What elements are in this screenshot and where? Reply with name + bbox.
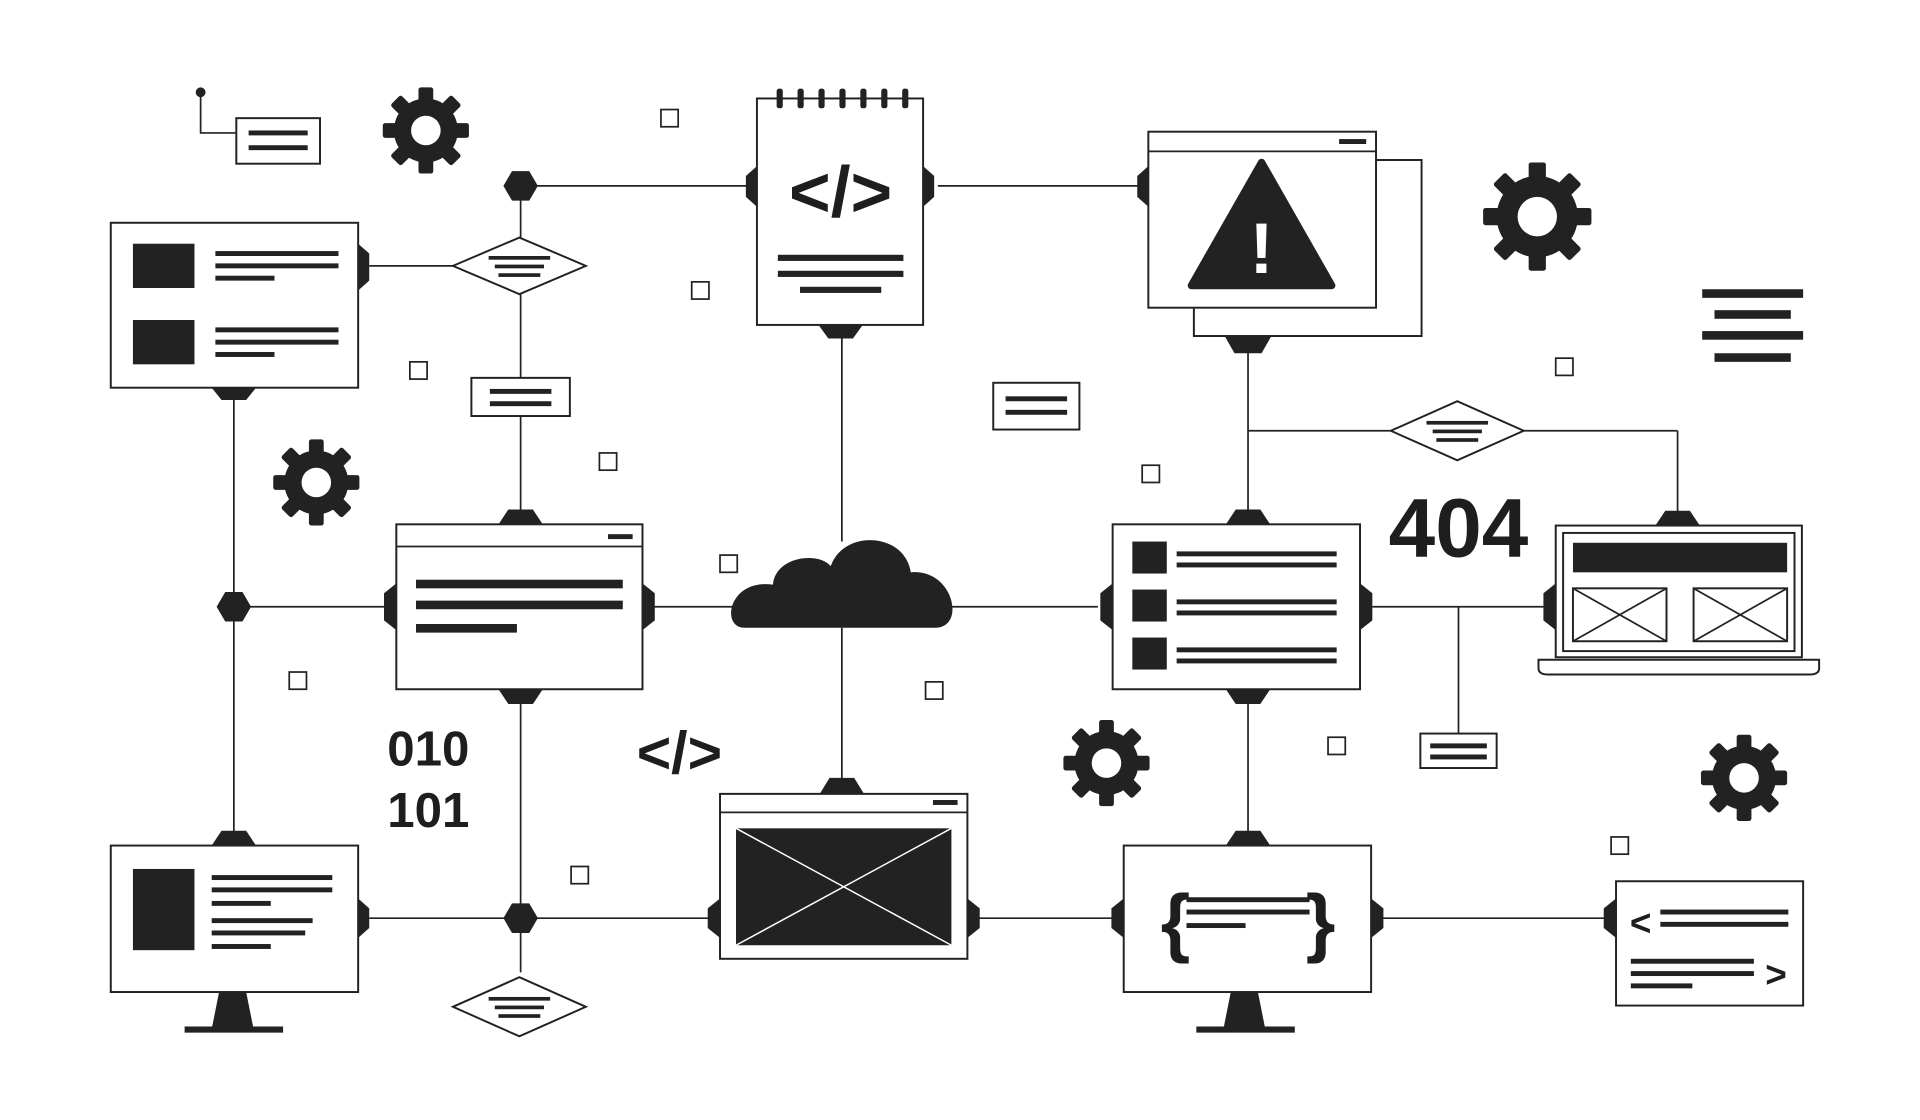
monitor-icon (109, 830, 370, 1033)
label-tag (992, 381, 1081, 431)
chevron-left-icon: < (1630, 902, 1652, 943)
text-lines-icon (1702, 289, 1804, 362)
list-card (109, 221, 370, 401)
list-window (1100, 509, 1373, 705)
laptop-icon (1537, 510, 1821, 676)
decorative-squares (288, 108, 1630, 885)
gear-icon (1700, 734, 1788, 821)
label-tag (235, 117, 321, 165)
cloud-icon (731, 540, 953, 628)
label-tag (470, 376, 571, 417)
code-card: < > (1603, 880, 1805, 1007)
label-tag (1419, 732, 1498, 770)
gear-icon (382, 87, 469, 174)
gear-icon (1483, 162, 1592, 271)
code-icon: </> (789, 153, 892, 233)
gear-icon (1063, 720, 1150, 807)
decision-diamond (450, 976, 589, 1038)
image-placeholder (1692, 587, 1789, 643)
decision-diamond (450, 236, 589, 296)
binary-text-line-1: 010 (387, 722, 469, 777)
junction-node (503, 903, 538, 933)
code-monitor: { } (1111, 830, 1384, 1033)
binary-text-line-2: 101 (387, 783, 469, 838)
code-notepad: </> (745, 88, 935, 339)
browser-window (384, 509, 655, 705)
brace-right-icon: } (1306, 880, 1336, 965)
decision-diamond (1388, 400, 1527, 462)
chevron-right-icon: > (1765, 954, 1787, 995)
warning-icon-mark: ! (1250, 209, 1274, 289)
brace-left-icon: { (1161, 880, 1191, 965)
error-code-text: 404 (1389, 480, 1529, 574)
warning-icon (1187, 158, 1336, 290)
image-placeholder (1571, 587, 1668, 643)
gear-icons (273, 87, 1788, 821)
junction-node (503, 171, 538, 201)
junction-nodes (216, 171, 538, 933)
junction-node (216, 592, 252, 622)
image-window (707, 777, 980, 960)
code-icon: </> (637, 720, 722, 786)
gear-icon (273, 439, 360, 526)
alert-window: ! (1137, 130, 1423, 354)
